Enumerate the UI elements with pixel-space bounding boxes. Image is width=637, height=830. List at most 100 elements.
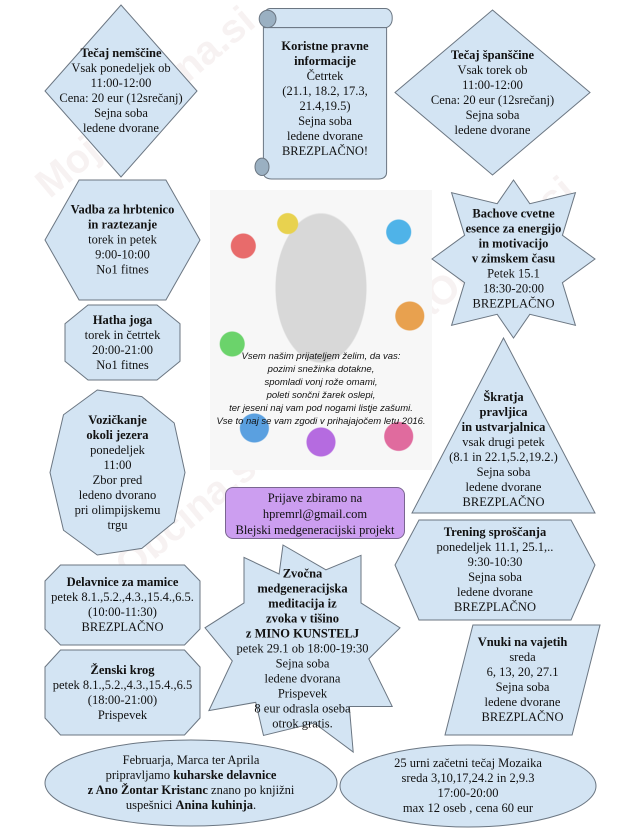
text: otrok gratis. bbox=[272, 716, 333, 730]
box-nemscina: Tečaj nemščine Vsak ponedeljek ob 11:00-… bbox=[45, 5, 197, 177]
text: 25 urni začetni tečaj Mozaika bbox=[394, 756, 542, 770]
text: ponedeljek 11.1, 25.1,.. bbox=[436, 540, 554, 554]
text: Sejna soba bbox=[465, 107, 520, 122]
text: ledene dvorane bbox=[484, 695, 561, 709]
title: pravljica bbox=[479, 405, 528, 419]
poem-line: poleti sončni žarek oslepi, bbox=[266, 390, 376, 401]
title: in motivacijo bbox=[478, 236, 549, 251]
text: No1 fitnes bbox=[96, 357, 149, 372]
text: Petek 15.1 bbox=[487, 266, 540, 281]
title: v zimskem času bbox=[471, 251, 556, 266]
text: ledene dvorane bbox=[286, 128, 363, 143]
title: Delavnice za mamice bbox=[66, 575, 179, 589]
box-spanscina: Tečaj španščine Vsak torek ob 11:00-12:0… bbox=[395, 10, 590, 175]
text: BREZPLAČNO bbox=[472, 296, 555, 311]
text: pripravljamo bbox=[105, 768, 174, 782]
poem-line: spomladi vonj rože omami, bbox=[264, 377, 378, 388]
project-name: Blejski medgeneracijski projekt bbox=[235, 523, 395, 537]
text: Prispevek bbox=[97, 707, 148, 722]
text: Vsak torek ob bbox=[457, 62, 528, 77]
text: 9:00-10:00 bbox=[95, 247, 150, 262]
text: petek 8.1.,5.2.,4.3.,15.4.,6.5 bbox=[52, 677, 193, 692]
title: in ustvarjalnica bbox=[461, 420, 546, 434]
title: informacije bbox=[294, 53, 356, 68]
box-trening-sproscanja: Trening sproščanja ponedeljek 11.1, 25.1… bbox=[395, 520, 595, 620]
signup-text: Prijave zbiramo na bbox=[267, 491, 363, 505]
text: ledeno dvorano bbox=[78, 487, 157, 502]
text: Vsak ponedeljek ob bbox=[71, 61, 171, 75]
title: okoli jezera bbox=[86, 427, 149, 442]
text: trgu bbox=[107, 517, 128, 532]
box-pravne-informacije: Koristne pravne informacije Četrtek (21.… bbox=[255, 5, 395, 179]
text: Sejna soba bbox=[275, 656, 330, 670]
greeting-poem: Vsem našim prijateljem želim, da vas: po… bbox=[210, 350, 432, 428]
text: . bbox=[253, 798, 257, 812]
text: ledene dvorane bbox=[465, 480, 542, 494]
text: max 12 oseb , cena 60 eur bbox=[402, 801, 534, 815]
text: ledene dvorana bbox=[264, 671, 341, 685]
text: 11:00-12:00 bbox=[462, 77, 523, 92]
text: 21.4,19.5) bbox=[299, 98, 351, 113]
handprints-greeting-image: Vsem našim prijateljem želim, da vas: po… bbox=[210, 190, 432, 470]
title: Vadba za hrbtenico bbox=[70, 202, 175, 217]
text: 8 eur odrasla oseba bbox=[254, 701, 351, 715]
text: Sejna soba bbox=[476, 465, 531, 479]
title: Vnuki na vajetih bbox=[477, 635, 568, 649]
poem-line: pozimi snežinka dotakne, bbox=[267, 364, 375, 375]
text: ledene dvorane bbox=[454, 122, 531, 137]
title: Tečaj nemščine bbox=[80, 46, 162, 60]
title: Zvočna bbox=[282, 566, 323, 580]
text: vsak drugi petek bbox=[462, 435, 545, 449]
text: znano po knjižni bbox=[207, 783, 295, 797]
title: z MINO KUNSTELJ bbox=[245, 626, 360, 640]
text: (21.1, 18.2, 17.3, bbox=[282, 83, 368, 98]
text: BREZPLAČNO bbox=[481, 710, 564, 724]
title: esence za energijo bbox=[465, 221, 562, 236]
box-zenski-krog: Ženski krog petek 8.1.,5.2.,4.3.,15.4.,6… bbox=[45, 650, 200, 735]
box-bachove: Bachove cvetne esence za energijo in mot… bbox=[432, 180, 595, 338]
text: Prispevek bbox=[277, 686, 328, 700]
text-bold: z Ano Žontar Kristanc bbox=[87, 783, 208, 797]
text: BREZPLAČNO bbox=[462, 495, 545, 509]
text: petek 29.1 ob 18:00-19:30 bbox=[236, 641, 369, 655]
text: (18:00-21:00) bbox=[87, 692, 158, 707]
text: BREZPLAČNO bbox=[81, 620, 164, 634]
text-bold: Anina kuhinja bbox=[175, 798, 253, 812]
text: Četrtek bbox=[306, 68, 344, 83]
title: in raztezanje bbox=[87, 217, 158, 232]
text: ledene dvorane bbox=[456, 585, 533, 599]
text: Sejna soba bbox=[298, 113, 352, 128]
title: meditacija iz bbox=[268, 596, 337, 610]
text: BREZPLAČNO! bbox=[281, 143, 369, 158]
poem-line: Vse to naj se vam zgodi v prihajajočem l… bbox=[216, 416, 426, 427]
title: zvoka v tišino bbox=[266, 611, 339, 625]
title: Koristne pravne bbox=[281, 38, 369, 53]
poem-line: Vsem našim prijateljem želim, da vas: bbox=[241, 351, 401, 362]
text: torek in četrtek bbox=[84, 327, 161, 342]
title: Vozičkanje bbox=[88, 412, 147, 427]
text: Sejna soba bbox=[495, 680, 550, 694]
text: ponedeljek bbox=[90, 442, 145, 457]
text: uspešnici bbox=[125, 798, 176, 812]
title: Ženski krog bbox=[90, 662, 155, 677]
text: Sejna soba bbox=[468, 570, 522, 584]
title: Škratja bbox=[483, 390, 524, 404]
text: Sejna soba bbox=[94, 106, 148, 120]
text: BREZPLAČNO bbox=[454, 600, 536, 614]
text: petek 8.1.,5.2.,4.3.,15.4.,6.5. bbox=[51, 590, 194, 604]
box-delavnice-mamice: Delavnice za mamice petek 8.1.,5.2.,4.3.… bbox=[45, 565, 200, 645]
poem-line: ter jeseni naj vam pod nogami listje zaš… bbox=[229, 403, 413, 414]
text: 18:30-20:00 bbox=[482, 281, 545, 296]
text: Februarja, Marca ter Aprila bbox=[122, 753, 260, 767]
text: 11:00-12:00 bbox=[90, 76, 152, 90]
box-kuharske-delavnice: Februarja, Marca ter Aprila pripravljamo… bbox=[45, 740, 337, 826]
text: (10:00-11:30) bbox=[88, 605, 157, 619]
title: Tečaj španščine bbox=[450, 47, 535, 62]
text: Zbor pred bbox=[92, 472, 143, 487]
title: Hatha joga bbox=[92, 312, 153, 327]
signup-email[interactable]: hpremrl@gmail.com bbox=[262, 507, 368, 521]
box-tecaj-mozaika: 25 urni začetni tečaj Mozaika sreda 3,10… bbox=[340, 745, 596, 827]
text: Cena: 20 eur (12srečanj) bbox=[59, 91, 183, 105]
title: medgeneracijska bbox=[257, 581, 348, 595]
